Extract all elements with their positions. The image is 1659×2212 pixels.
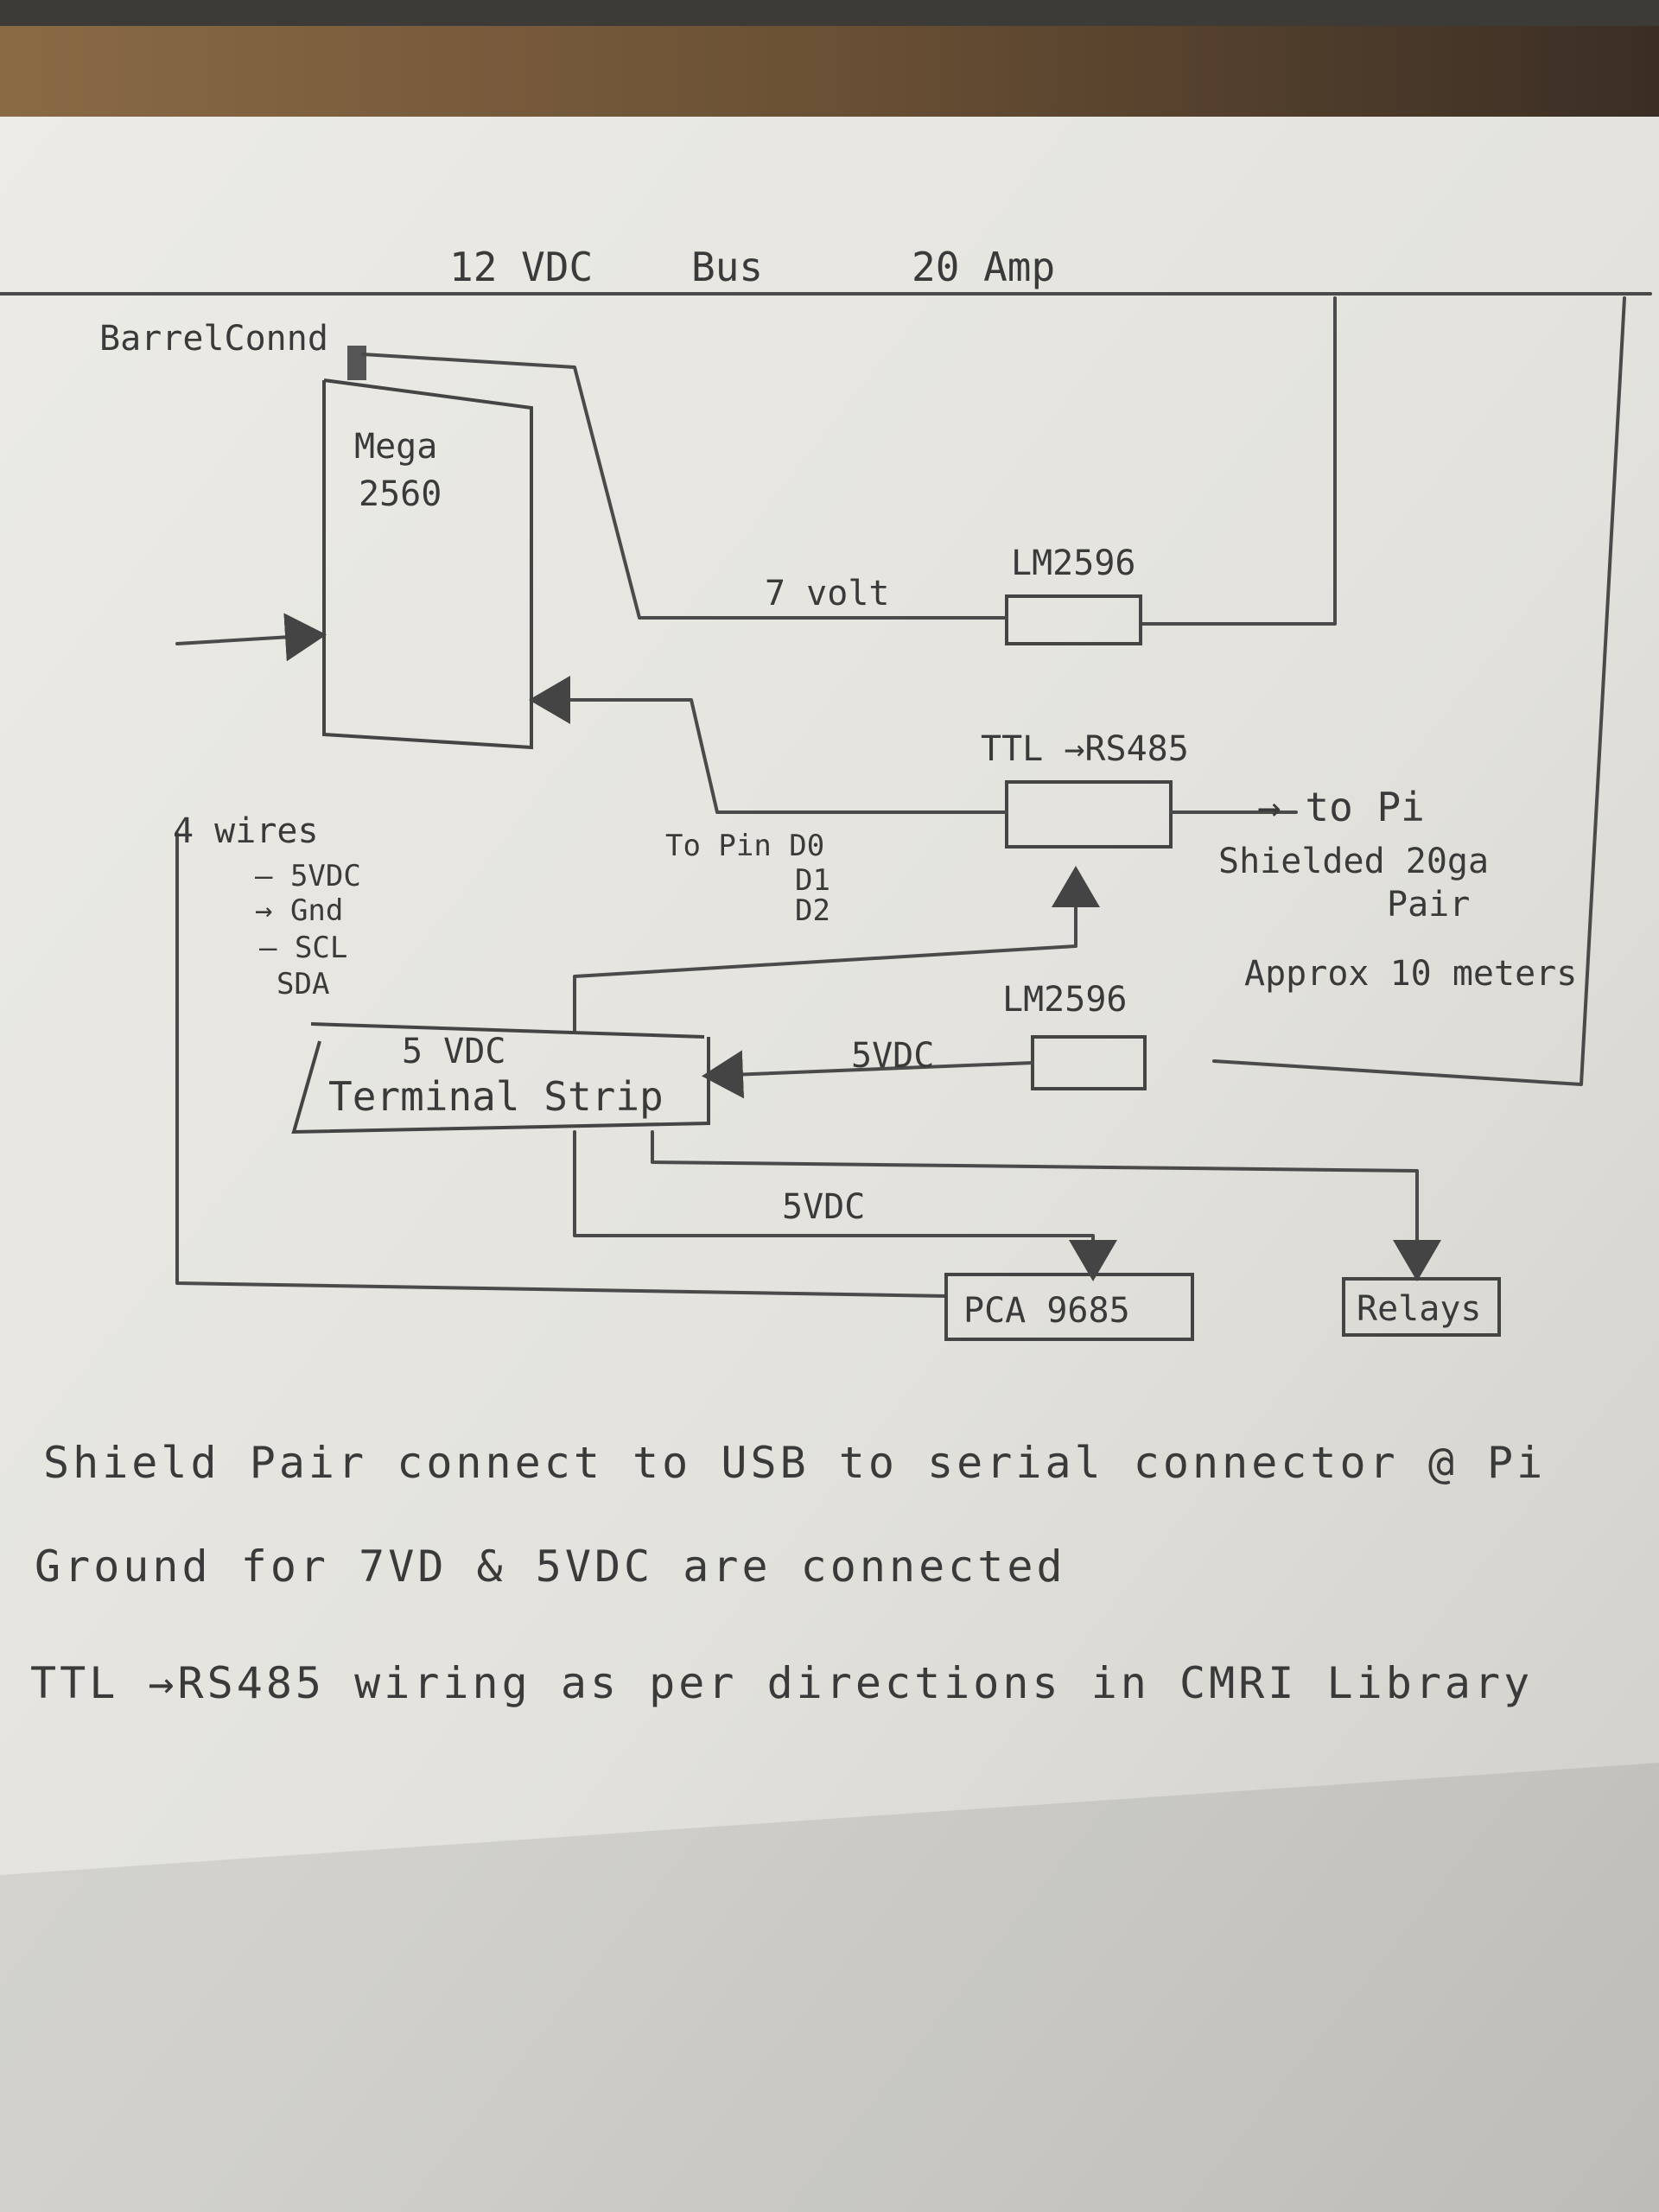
- pca9685-label: PCA 9685: [963, 1291, 1130, 1331]
- shielded-pair-label-2: Pair: [1387, 885, 1470, 925]
- bus-voltage: 12 VDC: [449, 244, 593, 290]
- relays-label: Relays: [1357, 1289, 1482, 1329]
- bus-name: Bus: [691, 244, 763, 290]
- wire-5vdc-label-a: 5VDC: [851, 1036, 934, 1076]
- ttl-rs485-module: [1005, 780, 1173, 849]
- lm2596-bottom-label: LM2596: [1002, 980, 1128, 1020]
- terminal-label: Terminal Strip: [328, 1073, 664, 1120]
- bus-drop-lm2596-top: [1139, 296, 1337, 626]
- wire-7volt-label: 7 volt: [765, 574, 890, 613]
- mega-model: 2560: [359, 474, 442, 514]
- barrel-connector: [347, 346, 366, 380]
- wire-to-relays: [651, 1130, 1441, 1281]
- to-pi-label: → to Pi: [1257, 784, 1425, 830]
- desk-edge: [0, 0, 1659, 26]
- wire-to-pins: [529, 676, 1008, 814]
- wire-5vdc-terminal-feed: [702, 1050, 1034, 1099]
- note-shield-pair: Shield Pair connect to USB to serial con…: [43, 1438, 1546, 1488]
- to-pin-d0: To Pin D0: [665, 829, 824, 863]
- lm2596-top-label: LM2596: [1011, 543, 1136, 583]
- wire-5vdc-to-rs485: [573, 866, 1100, 1034]
- wire-5vdc-label-b: 5VDC: [782, 1187, 865, 1227]
- four-wires-sda: SDA: [276, 967, 329, 1001]
- terminal-voltage: 5 VDC: [402, 1032, 505, 1071]
- note-ttl-wiring: TTL →RS485 wiring as per directions in C…: [30, 1658, 1533, 1708]
- approx-length-label: Approx 10 meters: [1244, 954, 1577, 994]
- note-ground: Ground for 7VD & 5VDC are connected: [35, 1541, 1066, 1592]
- to-pin-d2: D2: [795, 893, 830, 928]
- pca9685-board: [944, 1273, 1194, 1341]
- to-pin-d1: D1: [795, 863, 830, 898]
- wire-i2c-left-loop: [175, 832, 948, 1298]
- four-wires-title: 4 wires: [173, 811, 319, 851]
- paper-shadow: [0, 1763, 1659, 2212]
- bus-drop-lm2596-bottom: [1212, 296, 1626, 1086]
- mega-label: Mega: [354, 427, 437, 467]
- relays-box: [1342, 1277, 1501, 1337]
- four-wires-gnd: → Gnd: [255, 893, 343, 928]
- bus-current: 20 Amp: [912, 244, 1055, 290]
- four-wires-5vdc: – 5VDC: [255, 859, 361, 893]
- shielded-pair-label: Shielded 20ga: [1218, 842, 1489, 881]
- wire-7volt: [361, 353, 1008, 620]
- ttl-rs485-label: TTL →RS485: [981, 729, 1189, 769]
- four-wires-scl: – SCL: [259, 931, 347, 965]
- wire-i2c-to-mega: [175, 613, 327, 662]
- lm2596-top: [1005, 594, 1142, 645]
- wire-5vdc-to-pca: [573, 1130, 1117, 1281]
- barrel-connector-label: BarrelConnd: [99, 319, 328, 359]
